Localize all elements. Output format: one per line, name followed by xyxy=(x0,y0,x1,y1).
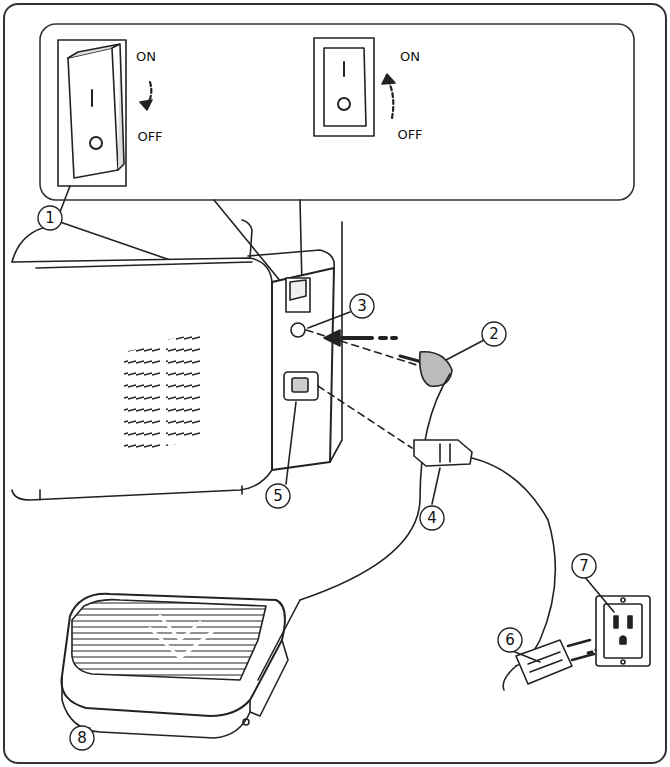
callout-circle xyxy=(70,726,94,750)
callout-circle xyxy=(350,294,374,318)
callout-number: 1 xyxy=(45,211,55,226)
callout-circle xyxy=(38,206,62,230)
callout-circle xyxy=(266,484,290,508)
callout-number: 8 xyxy=(77,731,87,746)
callout-circle xyxy=(498,628,522,652)
callout-number: 3 xyxy=(357,299,367,314)
switch-label: ON xyxy=(136,50,156,63)
switch-label: OFF xyxy=(137,130,162,143)
callout-number: 7 xyxy=(579,559,589,574)
callout-number: 5 xyxy=(273,489,283,504)
callout-circle xyxy=(420,506,444,530)
switch-label: OFF xyxy=(397,128,422,141)
callout-circle xyxy=(482,322,506,346)
callout-number: 6 xyxy=(505,633,515,648)
callout-circle xyxy=(572,554,596,578)
switch-label: ON xyxy=(400,50,420,63)
callout-number: 4 xyxy=(427,511,437,526)
callout-number: 2 xyxy=(489,327,499,342)
